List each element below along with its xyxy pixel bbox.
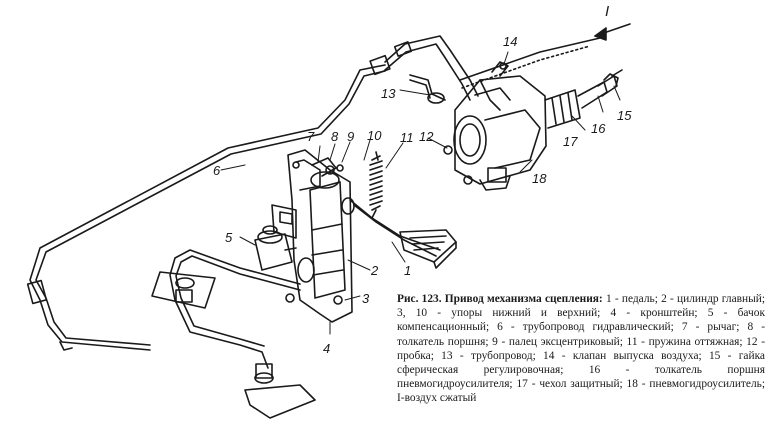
callout-17: 17 <box>563 134 578 149</box>
compensation-reservoir <box>254 204 297 271</box>
callout-13: 13 <box>381 86 396 101</box>
callout-labels: 1 2 3 4 5 6 7 8 9 10 11 12 13 14 15 16 1… <box>213 3 632 356</box>
callout-3: 3 <box>362 291 370 306</box>
leader-lines <box>220 51 621 335</box>
return-spring <box>369 151 383 219</box>
callout-12: 12 <box>419 129 434 144</box>
callout-9: 9 <box>347 129 354 144</box>
callout-8: 8 <box>331 129 339 144</box>
caption-legend: 1 - педаль; 2 - цилиндр главный; 3, 10 -… <box>397 293 766 405</box>
master-cylinder <box>297 171 355 299</box>
air-arrow <box>594 23 631 41</box>
bracket <box>285 149 353 323</box>
floor-pipeline <box>151 249 316 419</box>
callout-5: 5 <box>225 230 233 245</box>
callout-6: 6 <box>213 163 221 178</box>
callout-14: 14 <box>503 34 517 49</box>
callout-16: 16 <box>591 121 606 136</box>
figure-caption: Рис. 123. Привод механизма сцепления: 1 … <box>397 292 765 406</box>
protective-boot <box>544 89 581 129</box>
lever-assembly <box>311 157 344 177</box>
callout-2: 2 <box>370 263 379 278</box>
callout-1: 1 <box>404 263 411 278</box>
piston-pusher <box>577 69 623 109</box>
callout-18: 18 <box>532 171 547 186</box>
callout-15: 15 <box>617 108 632 123</box>
callout-11: 11 <box>400 130 414 145</box>
hydraulic-pipeline <box>26 35 479 351</box>
caption-title: Рис. 123. Привод механизма сцепления: <box>397 293 603 305</box>
callout-7: 7 <box>307 129 315 144</box>
callout-10: 10 <box>367 128 382 143</box>
pedal <box>349 199 457 269</box>
callout-4: 4 <box>323 341 330 356</box>
pipeline-13 <box>409 74 446 101</box>
callout-air: I <box>605 3 609 20</box>
